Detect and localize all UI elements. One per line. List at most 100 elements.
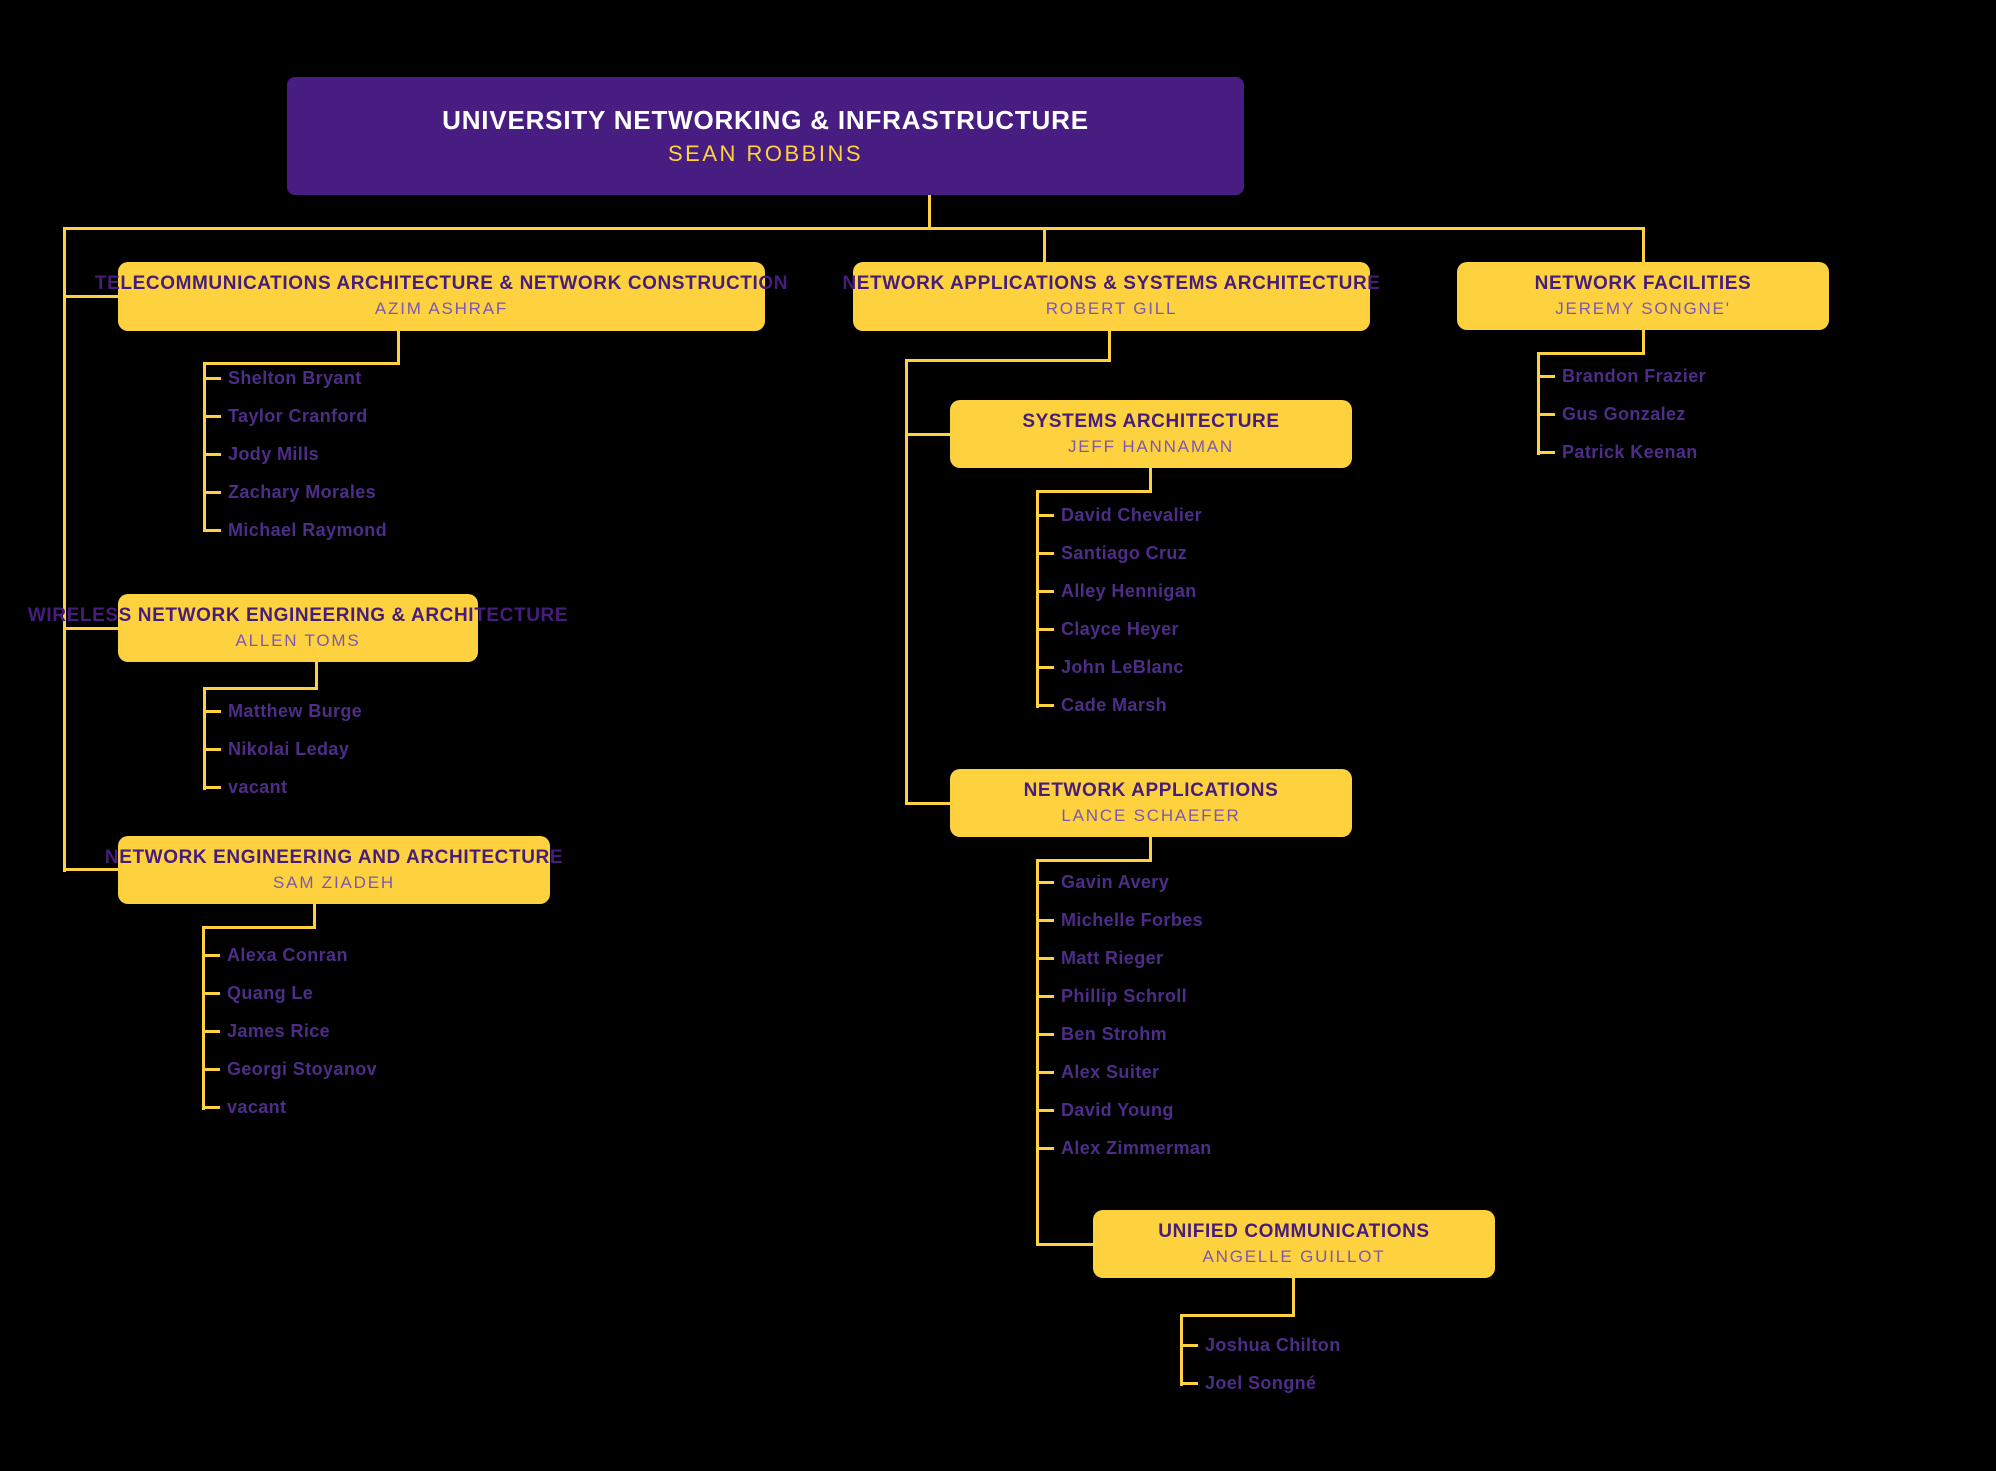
member-name: Shelton Bryant [203,359,387,397]
member-name: vacant [203,768,362,806]
connector-wireless-h [203,687,318,690]
member-name: Matthew Burge [203,692,362,730]
wireless-title: WIRELESS NETWORK ENGINEERING & ARCHITECT… [27,604,569,626]
connector-netapps-sys-h [905,359,1111,362]
connector-neteng-h [202,926,316,929]
connector-netapps-sys-drop [1108,330,1111,362]
member-name: Clayce Heyer [1036,610,1202,648]
org-box-netapps: NETWORK APPLICATIONS LANCE SCHAEFER [950,769,1352,837]
connector-tick-neteng [63,868,118,871]
connector-neteng-rail [202,926,205,1110]
connector-unified-h [1180,1314,1295,1317]
neteng-title: NETWORK ENGINEERING AND ARCHITECTURE [104,846,564,868]
org-box-netfac: NETWORK FACILITIES JEREMY SONGNE' [1457,262,1829,330]
telecom-title: TELECOMMUNICATIONS ARCHITECTURE & NETWOR… [94,273,789,295]
connector-telecom-drop [397,330,400,364]
netfac-manager: JEREMY SONGNE' [1555,298,1731,318]
member-name: Michelle Forbes [1036,901,1212,939]
member-name: vacant [202,1088,377,1126]
member-name: Matt Rieger [1036,939,1212,977]
org-box-unified: UNIFIED COMMUNICATIONS ANGELLE GUILLOT [1093,1210,1495,1278]
member-name: Zachary Morales [203,473,387,511]
connector-neteng-drop [313,903,316,929]
connector-drop-netapps-sys [1043,227,1046,265]
member-name: Alley Hennigan [1036,572,1202,610]
connector-netfac-h [1537,352,1645,355]
connector-netapps-rail [1036,859,1039,1246]
member-name: Alex Suiter [1036,1053,1212,1091]
wireless-manager: ALLEN TOMS [235,630,361,650]
connector-main-horizontal [63,227,1645,230]
member-name: Gus Gonzalez [1537,395,1706,433]
member-name: John LeBlanc [1036,648,1202,686]
org-box-neteng: NETWORK ENGINEERING AND ARCHITECTURE SAM… [105,836,563,904]
netapps-sys-title: NETWORK APPLICATIONS & SYSTEMS ARCHITECT… [842,273,1381,295]
root-title: UNIVERSITY NETWORKING & INFRASTRUCTURE [442,104,1089,135]
telecom-manager: AZIM ASHRAF [374,299,509,319]
neteng-manager: SAM ZIADEH [273,872,395,892]
member-name: Ben Strohm [1036,1015,1212,1053]
sysarch-manager: JEFF HANNAMAN [1067,436,1234,456]
connector-telecom-rail [203,362,206,532]
connector-tick-netapps [905,802,953,805]
member-name: Joel Songné [1180,1364,1341,1402]
netapps-manager: LANCE SCHAEFER [1061,805,1241,825]
connector-tick-unified [1036,1243,1093,1246]
member-name: Phillip Schroll [1036,977,1212,1015]
member-name: David Young [1036,1091,1212,1129]
member-name: David Chevalier [1036,496,1202,534]
member-name: Alex Zimmerman [1036,1129,1212,1167]
connector-tick-sysarch [905,433,950,436]
connector-wireless-rail [203,687,206,790]
member-name: Georgi Stoyanov [202,1050,377,1088]
member-name: Alexa Conran [202,936,377,974]
member-name: Taylor Cranford [203,397,387,435]
connector-sysarch-rail [1036,490,1039,708]
netapps-title: NETWORK APPLICATIONS [1023,779,1279,801]
netapps-sys-manager: ROBERT GILL [1045,299,1178,319]
sysarch-title: SYSTEMS ARCHITECTURE [1022,410,1280,432]
unified-manager: ANGELLE GUILLOT [1202,1246,1386,1266]
member-name: Patrick Keenan [1537,433,1706,471]
connector-unified-rail [1180,1314,1183,1386]
connector-tick-wireless [63,627,118,630]
member-name: Cade Marsh [1036,686,1202,724]
connector-sysarch-drop [1149,467,1152,493]
connector-netfac-drop [1642,329,1645,355]
member-name: Jody Mills [203,435,387,473]
root-manager: SEAN ROBBINS [667,141,864,167]
org-box-telecom: TELECOMMUNICATIONS ARCHITECTURE & NETWOR… [95,262,787,331]
org-box-root: UNIVERSITY NETWORKING & INFRASTRUCTURE S… [287,77,1244,195]
connector-drop-netfac [1642,227,1645,265]
member-name: Joshua Chilton [1180,1326,1341,1364]
connector-tick-telecom [63,295,118,298]
org-box-wireless: WIRELESS NETWORK ENGINEERING & ARCHITECT… [28,594,568,662]
member-name: James Rice [202,1012,377,1050]
connector-netapps-sys-rail [905,359,908,805]
connector-wireless-drop [315,661,318,690]
netfac-title: NETWORK FACILITIES [1534,272,1752,294]
connector-root-drop [928,195,931,227]
member-name: Santiago Cruz [1036,534,1202,572]
connector-sysarch-h [1036,490,1152,493]
member-name: Michael Raymond [203,511,387,549]
connector-unified-drop [1292,1277,1295,1317]
member-name: Nikolai Leday [203,730,362,768]
connector-left-rail [63,227,66,872]
org-box-sysarch: SYSTEMS ARCHITECTURE JEFF HANNAMAN [950,400,1352,468]
connector-telecom-h [203,362,400,365]
member-name: Brandon Frazier [1537,357,1706,395]
org-box-netapps-sys: NETWORK APPLICATIONS & SYSTEMS ARCHITECT… [842,262,1380,331]
member-name: Gavin Avery [1036,863,1212,901]
member-name: Quang Le [202,974,377,1012]
connector-netfac-rail [1537,352,1540,455]
connector-netapps-drop [1149,836,1152,862]
